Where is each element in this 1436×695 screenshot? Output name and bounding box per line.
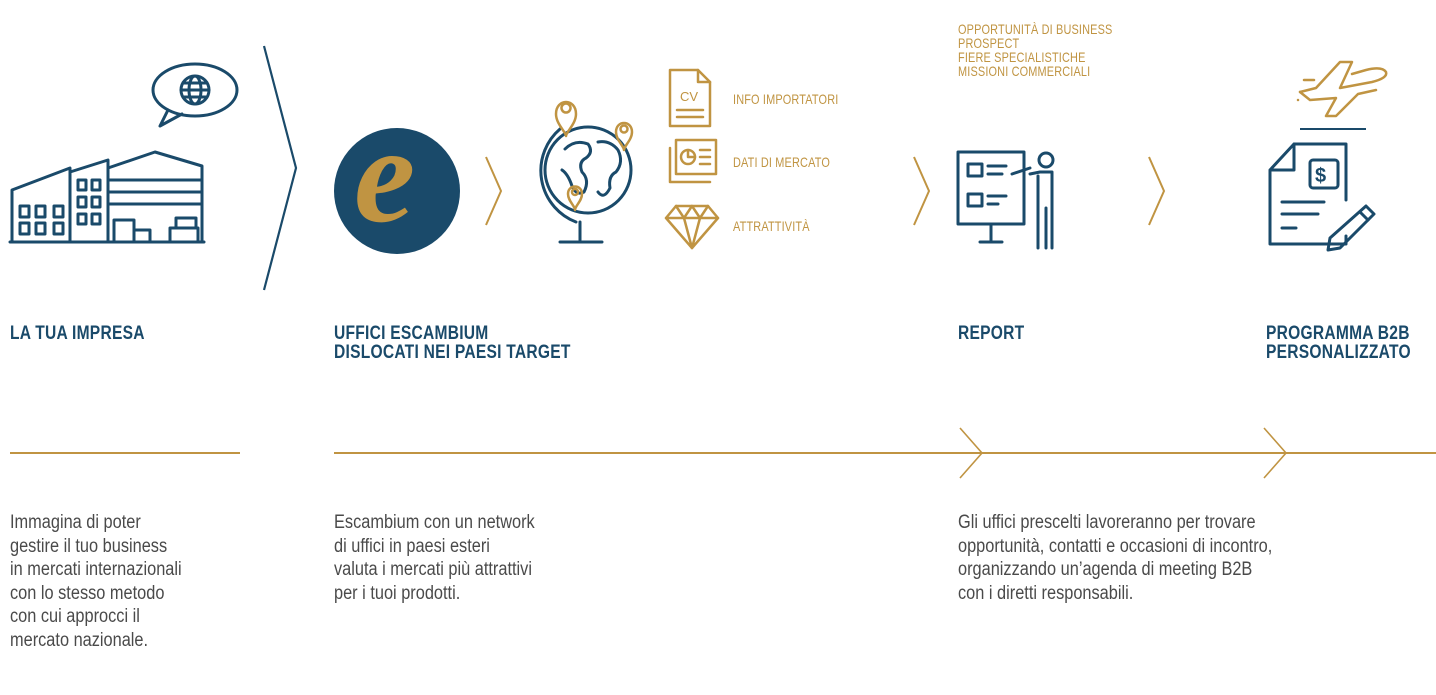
step-title-uffici-line1: UFFICI ESCAMBIUM — [334, 323, 489, 344]
svg-text:$: $ — [1315, 165, 1326, 187]
globe-pins-icon — [539, 100, 634, 244]
escambium-logo-letter: e — [354, 98, 416, 251]
description-line: organizzando un’agenda di meeting B2B — [958, 559, 1253, 580]
timeline-line — [10, 452, 240, 454]
description-report: Gli uffici prescelti lavoreranno per tro… — [958, 511, 1272, 605]
building-icon — [8, 62, 239, 244]
report-item: PROSPECT — [958, 35, 1020, 51]
escambium-logo: e — [334, 106, 460, 254]
description-line: opportunità, contatti e occasioni di inc… — [958, 535, 1273, 557]
step-title-programma-line1: PROGRAMMA B2B — [1266, 323, 1410, 344]
report-item: OPPORTUNITÀ DI BUSINESS — [958, 21, 1113, 37]
market-data-icon — [668, 138, 718, 184]
analysis-item-label: INFO IMPORTATORI — [733, 91, 839, 107]
timeline-line — [1284, 452, 1436, 454]
description-line: Gli uffici prescelti lavoreranno per tro… — [958, 512, 1256, 533]
description-line: con lo stesso metodo — [10, 582, 165, 604]
analysis-item-label: ATTRATTIVITÀ — [733, 218, 810, 234]
divider-line — [1300, 128, 1366, 130]
contract-pen-icon: $ — [1268, 142, 1376, 252]
step-title-report: REPORT — [958, 323, 1025, 344]
description-line: di uffici in paesi esteri — [334, 535, 490, 557]
airplane-icon — [1296, 60, 1388, 118]
step-title-impresa: LA TUA IMPRESA — [10, 323, 145, 344]
chevron-right-icon — [913, 156, 931, 226]
chevron-right-icon — [485, 156, 503, 226]
speech-bubble-globe-icon — [151, 62, 239, 128]
cv-document-icon: CV — [668, 68, 712, 128]
description-uffici: Escambium con un network di uffici in pa… — [334, 511, 535, 605]
step-title-programma-line2: PERSONALIZZATO — [1266, 342, 1411, 363]
description-line: con i diretti responsabili. — [958, 582, 1134, 604]
timeline-line — [334, 452, 980, 454]
step-title-uffici-line2: DISLOCATI NEI PAESI TARGET — [334, 342, 571, 363]
description-impresa: Immagina di poter gestire il tuo busines… — [10, 511, 182, 652]
description-line: in mercati internazionali — [10, 559, 182, 580]
cv-icon-text: CV — [680, 89, 698, 104]
description-line: gestire il tuo business — [10, 535, 168, 557]
chevron-right-icon — [1148, 156, 1166, 226]
description-line: Escambium con un network — [334, 512, 535, 533]
description-line: mercato nazionale. — [10, 629, 149, 651]
report-item: MISSIONI COMMERCIALI — [958, 63, 1091, 79]
diamond-icon — [664, 204, 720, 250]
description-line: valuta i mercati più attrattivi — [334, 559, 532, 580]
analysis-item-label: DATI DI MERCATO — [733, 154, 830, 170]
description-line: Immagina di poter — [10, 512, 141, 533]
timeline-line — [980, 452, 1284, 454]
description-line: con cui approcci il — [10, 606, 140, 627]
description-line: per i tuoi prodotti. — [334, 582, 461, 604]
report-item: FIERE SPECIALISTICHE — [958, 49, 1086, 65]
presentation-icon — [956, 150, 1055, 250]
large-chevron-right-icon — [262, 45, 298, 291]
